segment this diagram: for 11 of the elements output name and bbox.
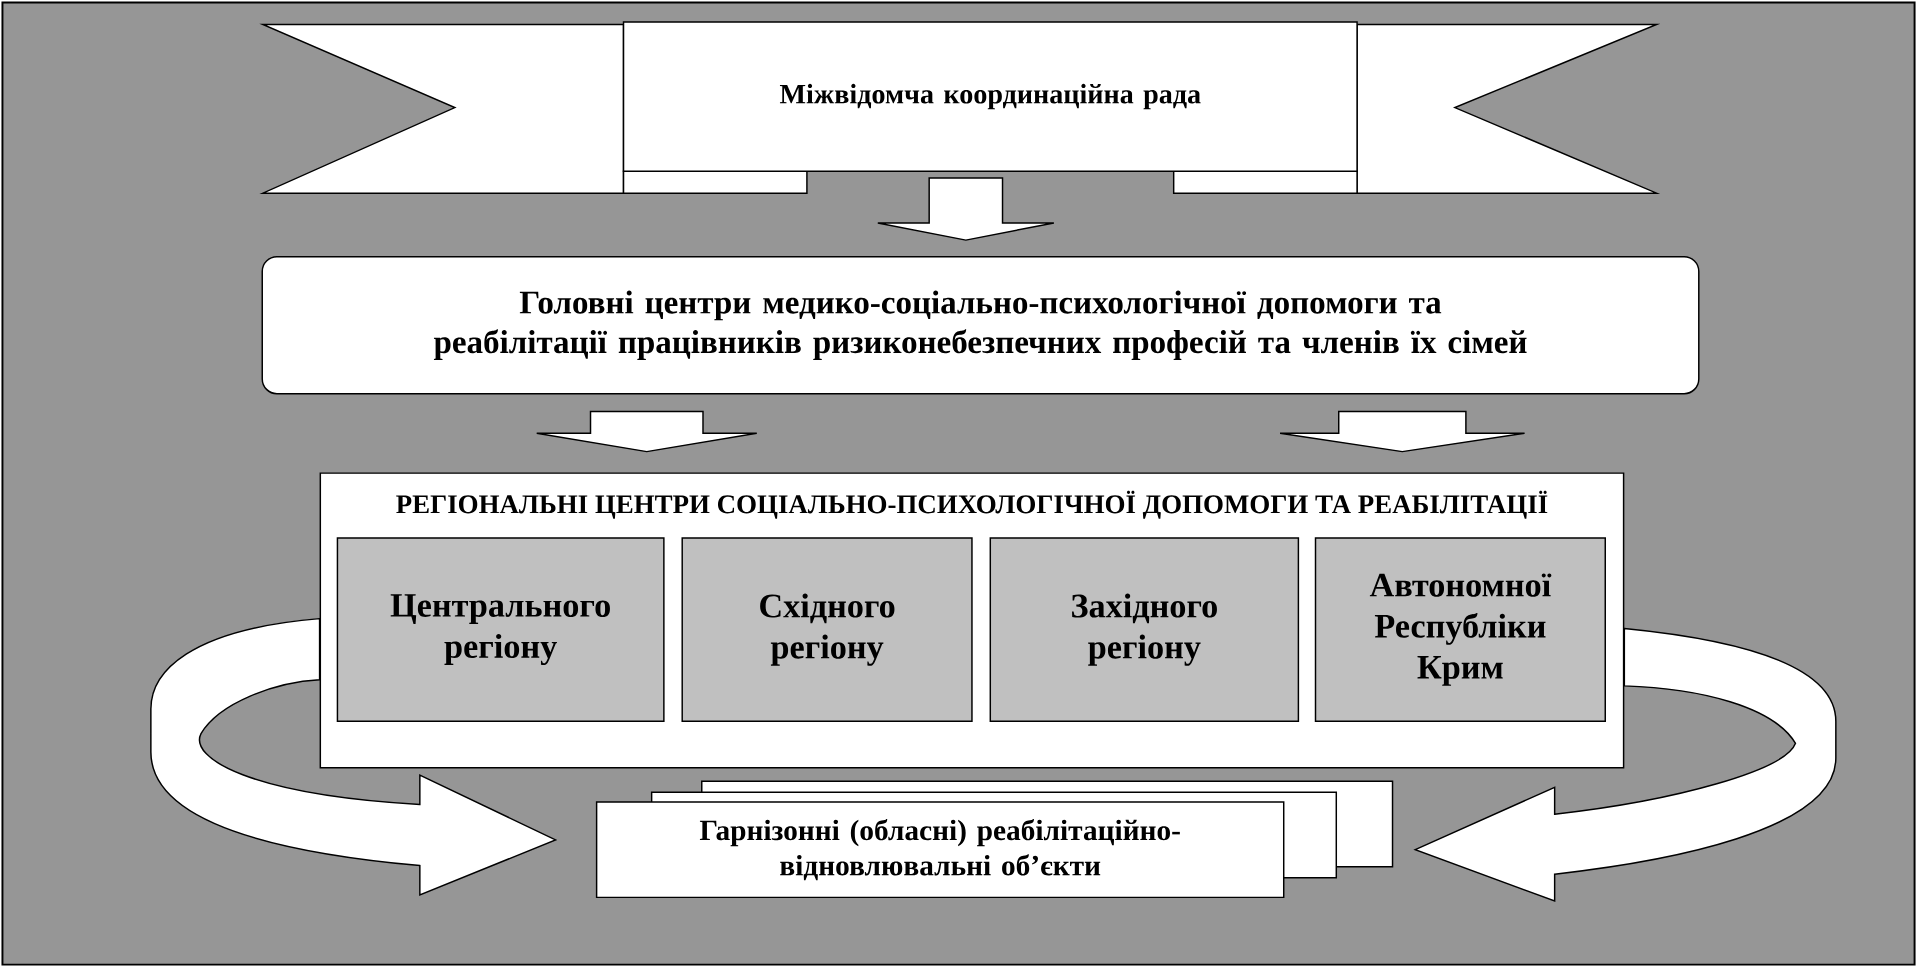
document-stack: Гарнізонні (обласні) реабілітаційно-відновлювальні об’єкти (595, 780, 1394, 899)
block-arrow (150, 617, 557, 896)
region-box: Західного регіону (989, 537, 1300, 723)
region-box: Автономної Республіки Крим (1314, 537, 1606, 723)
region-box: Східного регіону (681, 537, 973, 723)
block-arrow (877, 177, 1055, 241)
region-box: Центрального регіону (336, 537, 665, 723)
block-arrow (1414, 627, 1837, 902)
block-arrow (1279, 410, 1526, 453)
rounded-box: Головні центри медико-соціально-психологічної допомоги та реабілітації працівників ризиконебезпечних професій та членів їх сімей (261, 256, 1700, 395)
block-arrow (536, 410, 758, 453)
